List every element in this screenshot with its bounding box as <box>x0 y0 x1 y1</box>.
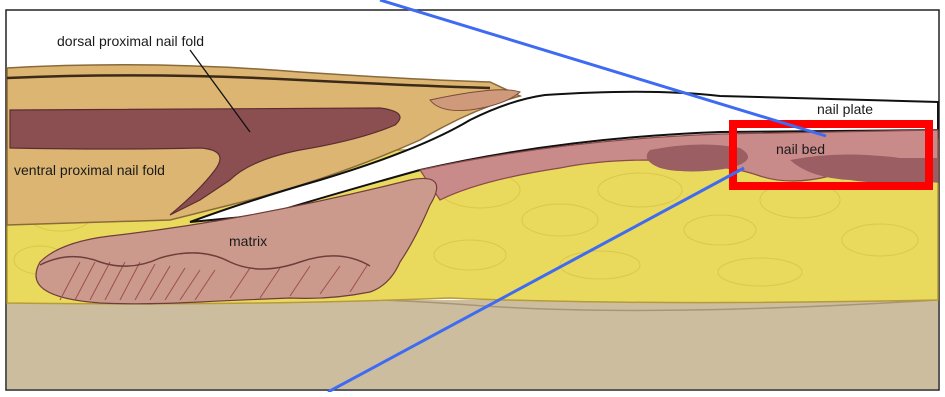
label-ventral-proximal-nail-fold: ventral proximal nail fold <box>14 162 165 178</box>
label-nail-bed: nail bed <box>776 141 825 157</box>
label-matrix: matrix <box>229 233 267 249</box>
label-nail-plate: nail plate <box>817 101 873 117</box>
label-dorsal-proximal-nail-fold: dorsal proximal nail fold <box>57 33 204 49</box>
